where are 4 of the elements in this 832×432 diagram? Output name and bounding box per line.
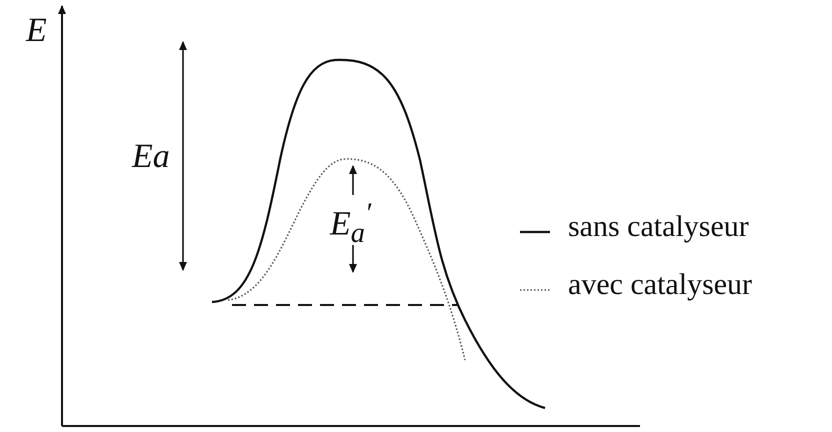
energy-label: Ea bbox=[132, 140, 170, 174]
axis-label: E bbox=[26, 14, 47, 48]
legend-text: sans catalyseur bbox=[568, 212, 749, 242]
legend-text: avec catalyseur bbox=[568, 270, 752, 300]
